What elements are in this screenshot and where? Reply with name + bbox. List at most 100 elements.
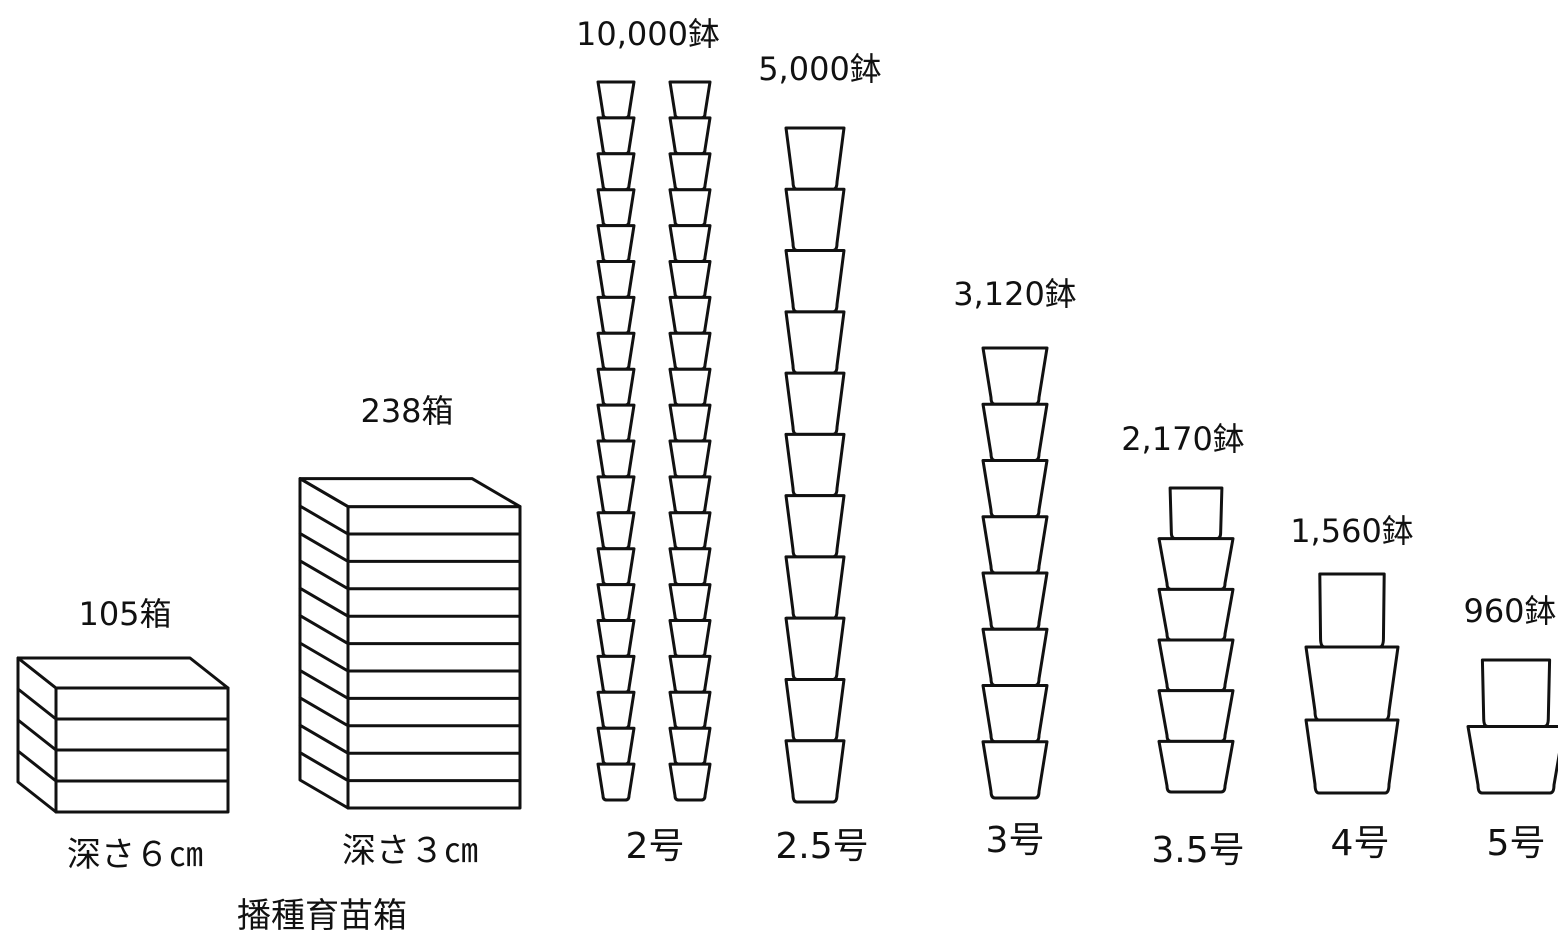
count-label-pot-5: 960鉢 bbox=[1463, 592, 1556, 630]
pot-2-left-pot bbox=[596, 654, 636, 694]
pot-2-5-pot bbox=[784, 432, 846, 498]
box-3cm-layer bbox=[298, 751, 522, 783]
box-3cm-layer bbox=[298, 614, 522, 646]
pot-2-left-pot bbox=[596, 403, 636, 443]
pot-2-left-pot bbox=[596, 260, 636, 299]
pot-2-right-pot bbox=[668, 511, 712, 551]
pot-2-left-pot bbox=[596, 690, 636, 730]
pot-2-right-pot bbox=[668, 439, 712, 479]
pot-2-right-pot bbox=[668, 619, 712, 658]
pot-2-right-pot bbox=[668, 583, 712, 622]
box-3cm-top bbox=[298, 477, 522, 509]
count-label-pot-2-5: 5,000鉢 bbox=[758, 50, 882, 88]
pot-3-pot bbox=[981, 346, 1049, 406]
pot-3-pot bbox=[981, 627, 1049, 687]
pot-3-pot bbox=[981, 402, 1049, 462]
box-3cm-layer bbox=[298, 668, 522, 700]
pot-2-5-pot bbox=[784, 555, 846, 620]
pot-2-left-pot bbox=[596, 367, 636, 407]
pot-2-left-pot bbox=[596, 726, 636, 766]
box-6cm-top bbox=[16, 656, 230, 690]
size-label-box-6cm: 深さ６㎝ bbox=[67, 835, 203, 875]
pot-5-pot bbox=[1480, 658, 1552, 728]
count-label-pot-3-5: 2,170鉢 bbox=[1121, 420, 1245, 458]
pot-2-right-pot bbox=[668, 547, 712, 587]
pot-2-left-pot bbox=[596, 224, 636, 263]
box-3cm-layer bbox=[298, 531, 522, 563]
count-label-pot-4: 1,560鉢 bbox=[1290, 512, 1414, 550]
pot-stack-5go bbox=[1466, 658, 1558, 795]
box-6cm-layer bbox=[16, 687, 230, 721]
pot-5-pot bbox=[1466, 725, 1558, 795]
pot-2-right-pot bbox=[668, 690, 712, 730]
pot-2-left-pot bbox=[596, 511, 636, 551]
pot-2-5-pot bbox=[784, 371, 846, 436]
pot-stack-4go bbox=[1304, 572, 1400, 795]
pot-2-left-pot bbox=[596, 152, 636, 192]
pot-2-left-pot bbox=[596, 116, 636, 156]
pot-stack-3go bbox=[981, 346, 1049, 800]
pot-stack-3-5go bbox=[1157, 486, 1235, 794]
pot-2-5-pot bbox=[784, 249, 846, 314]
pot-2-5-pot bbox=[784, 616, 846, 681]
count-label-box-3cm: 238箱 bbox=[360, 392, 453, 430]
size-label-pot-5: 5号 bbox=[1487, 823, 1546, 864]
count-label-pot-3: 3,120鉢 bbox=[953, 275, 1077, 313]
box-3cm-layer bbox=[298, 723, 522, 755]
pot-2-right-pot bbox=[668, 152, 712, 192]
box-6cm-layer bbox=[16, 749, 230, 783]
pot-2-right-pot bbox=[668, 762, 712, 802]
pot-2-right-pot bbox=[668, 116, 712, 156]
pot-2-5-pot bbox=[784, 739, 846, 804]
pot-2-right-pot bbox=[668, 726, 712, 766]
box-3cm-layer bbox=[298, 504, 522, 536]
box-6cm-layer bbox=[16, 718, 230, 752]
size-label-pot-2: 2号 bbox=[626, 826, 685, 867]
pot-3-pot bbox=[981, 571, 1049, 631]
pot-2-right-pot bbox=[668, 224, 712, 263]
pot-3-5-pot bbox=[1157, 638, 1235, 693]
pot-2-5-pot bbox=[784, 494, 846, 559]
pot-2-right-pot bbox=[668, 403, 712, 443]
pot-2-left-pot bbox=[596, 80, 636, 120]
pot-2-5-pot bbox=[784, 310, 846, 375]
pot-2-5-pot bbox=[784, 126, 846, 191]
count-label-pot-2: 10,000鉢 bbox=[576, 15, 720, 53]
boxes-caption: 播種育苗箱 bbox=[237, 896, 407, 936]
pot-3-5-pot bbox=[1157, 689, 1235, 743]
box-3cm-side bbox=[298, 477, 350, 810]
pot-2-left-pot bbox=[596, 547, 636, 587]
size-label-pot-3: 3号 bbox=[986, 820, 1045, 861]
pot-2-left-pot bbox=[596, 762, 636, 802]
pot-2-right-pot bbox=[668, 188, 712, 228]
pot-2-left-pot bbox=[596, 295, 636, 335]
box-3cm-layer bbox=[298, 641, 522, 673]
box-3cm-layer bbox=[298, 696, 522, 728]
pot-2-left-pot bbox=[596, 583, 636, 622]
pot-2-left-pot bbox=[596, 619, 636, 658]
pot-3-pot bbox=[981, 459, 1049, 519]
size-label-pot-4: 4号 bbox=[1331, 823, 1390, 864]
pot-2-left-pot bbox=[596, 188, 636, 228]
pot-stack-2go-right bbox=[668, 80, 712, 802]
size-label-pot-2-5: 2.5号 bbox=[775, 826, 868, 867]
size-label-pot-3-5: 3.5号 bbox=[1151, 830, 1244, 871]
pot-stack-2go-left bbox=[596, 80, 636, 802]
pot-4-pot bbox=[1304, 718, 1400, 795]
pot-2-left-pot bbox=[596, 475, 636, 515]
pot-stack-2-5go bbox=[784, 126, 846, 804]
box-3cm-front bbox=[346, 505, 522, 810]
pot-3-5-pot bbox=[1157, 537, 1235, 591]
pot-2-right-pot bbox=[668, 331, 712, 371]
pot-3-5-pot bbox=[1157, 587, 1235, 642]
pot-2-right-pot bbox=[668, 260, 712, 299]
pot-3-5-pot bbox=[1157, 739, 1235, 794]
pot-3-pot bbox=[981, 684, 1049, 744]
count-label-box-6cm: 105箱 bbox=[78, 595, 171, 633]
size-label-box-3cm: 深さ３㎝ bbox=[342, 831, 478, 871]
pot-2-right-pot bbox=[668, 295, 712, 335]
pot-2-left-pot bbox=[596, 439, 636, 479]
pot-2-right-pot bbox=[668, 80, 712, 120]
pot-2-right-pot bbox=[668, 367, 712, 407]
